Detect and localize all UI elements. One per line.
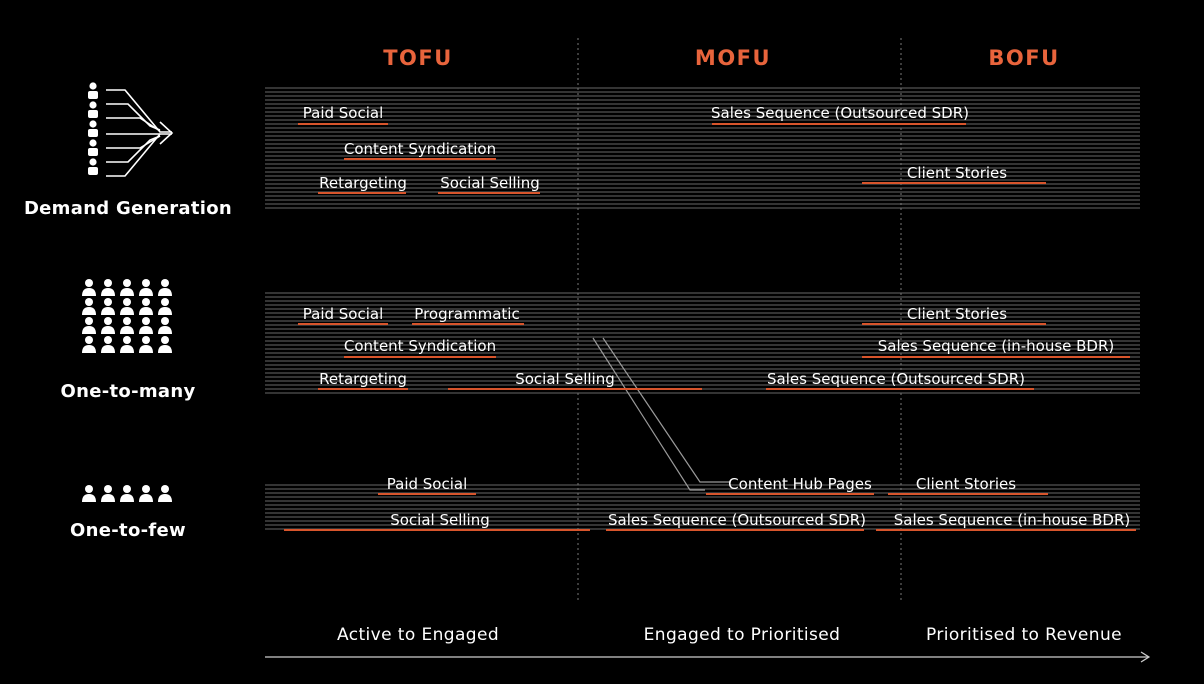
tactic-label: Sales Sequence (in-house BDR) bbox=[877, 337, 1115, 355]
tactic-underline bbox=[284, 529, 590, 531]
tactic-underline bbox=[606, 529, 864, 531]
tactic-label: Client Stories bbox=[915, 475, 1017, 493]
tactic-underline bbox=[862, 182, 1046, 184]
tactic-label: Sales Sequence (Outsourced SDR) bbox=[608, 511, 866, 529]
phase-label-prioritised-to-revenue: Prioritised to Revenue bbox=[926, 625, 1122, 645]
tactic-label: Retargeting bbox=[319, 370, 407, 388]
tactic-label: Sales Sequence (Outsourced SDR) bbox=[767, 370, 1025, 388]
tactic-label: Paid Social bbox=[302, 305, 384, 323]
tactic-label: Programmatic bbox=[414, 305, 520, 323]
tactic-underline bbox=[712, 123, 966, 125]
phase-label-active-to-engaged: Active to Engaged bbox=[336, 625, 500, 645]
small-group-icon bbox=[82, 485, 172, 502]
progress-arrowhead bbox=[1140, 651, 1151, 663]
tactic-label: Client Stories bbox=[906, 164, 1008, 182]
row-title-demand-generation: Demand Generation bbox=[23, 198, 233, 219]
tactic-underline bbox=[876, 529, 1136, 531]
tactic-underline bbox=[318, 388, 408, 390]
tactic-label: Paid Social bbox=[302, 104, 384, 122]
stage-header-mofu: MOFU bbox=[694, 46, 772, 70]
stripe-bands bbox=[265, 87, 1140, 530]
tactic-underline bbox=[412, 323, 524, 325]
tactic-underline bbox=[344, 356, 496, 358]
tactic-underline bbox=[862, 323, 1046, 325]
tactic-label: Social Selling bbox=[515, 370, 615, 388]
crowd-grid-icon bbox=[82, 279, 172, 353]
funnel-people-icon bbox=[88, 82, 174, 177]
stage-header-bofu: BOFU bbox=[988, 46, 1060, 70]
row-title-one-to-many: One-to-many bbox=[60, 381, 196, 402]
tactic-underline bbox=[706, 493, 874, 495]
stage-header-tofu: TOFU bbox=[383, 46, 453, 70]
tactic-underline bbox=[438, 192, 540, 194]
tactic-underline bbox=[298, 123, 388, 125]
tactic-label: Content Hub Pages bbox=[728, 475, 872, 493]
tactic-label: Social Selling bbox=[440, 174, 540, 192]
phase-label-engaged-to-prioritised: Engaged to Prioritised bbox=[643, 625, 841, 645]
tactic-underline bbox=[378, 493, 476, 495]
tactic-underline bbox=[766, 388, 1034, 390]
tactic-underline bbox=[862, 356, 1130, 358]
tactic-label: Paid Social bbox=[386, 475, 468, 493]
tactic-underline bbox=[888, 493, 1048, 495]
tactic-underline bbox=[448, 388, 702, 390]
row-title-one-to-few: One-to-few bbox=[70, 520, 186, 541]
tactic-label: Sales Sequence (in-house BDR) bbox=[893, 511, 1131, 529]
tactic-label: Social Selling bbox=[390, 511, 490, 529]
tactic-label: Client Stories bbox=[906, 305, 1008, 323]
tactic-underline bbox=[298, 323, 388, 325]
connector-line-b bbox=[602, 337, 730, 483]
tactic-underline bbox=[344, 158, 496, 160]
tactic-label: Retargeting bbox=[319, 174, 407, 192]
tactic-label: Content Syndication bbox=[343, 140, 497, 158]
tactic-label: Sales Sequence (Outsourced SDR) bbox=[711, 104, 969, 122]
tactic-label: Content Syndication bbox=[343, 337, 497, 355]
tactic-underline bbox=[318, 192, 406, 194]
